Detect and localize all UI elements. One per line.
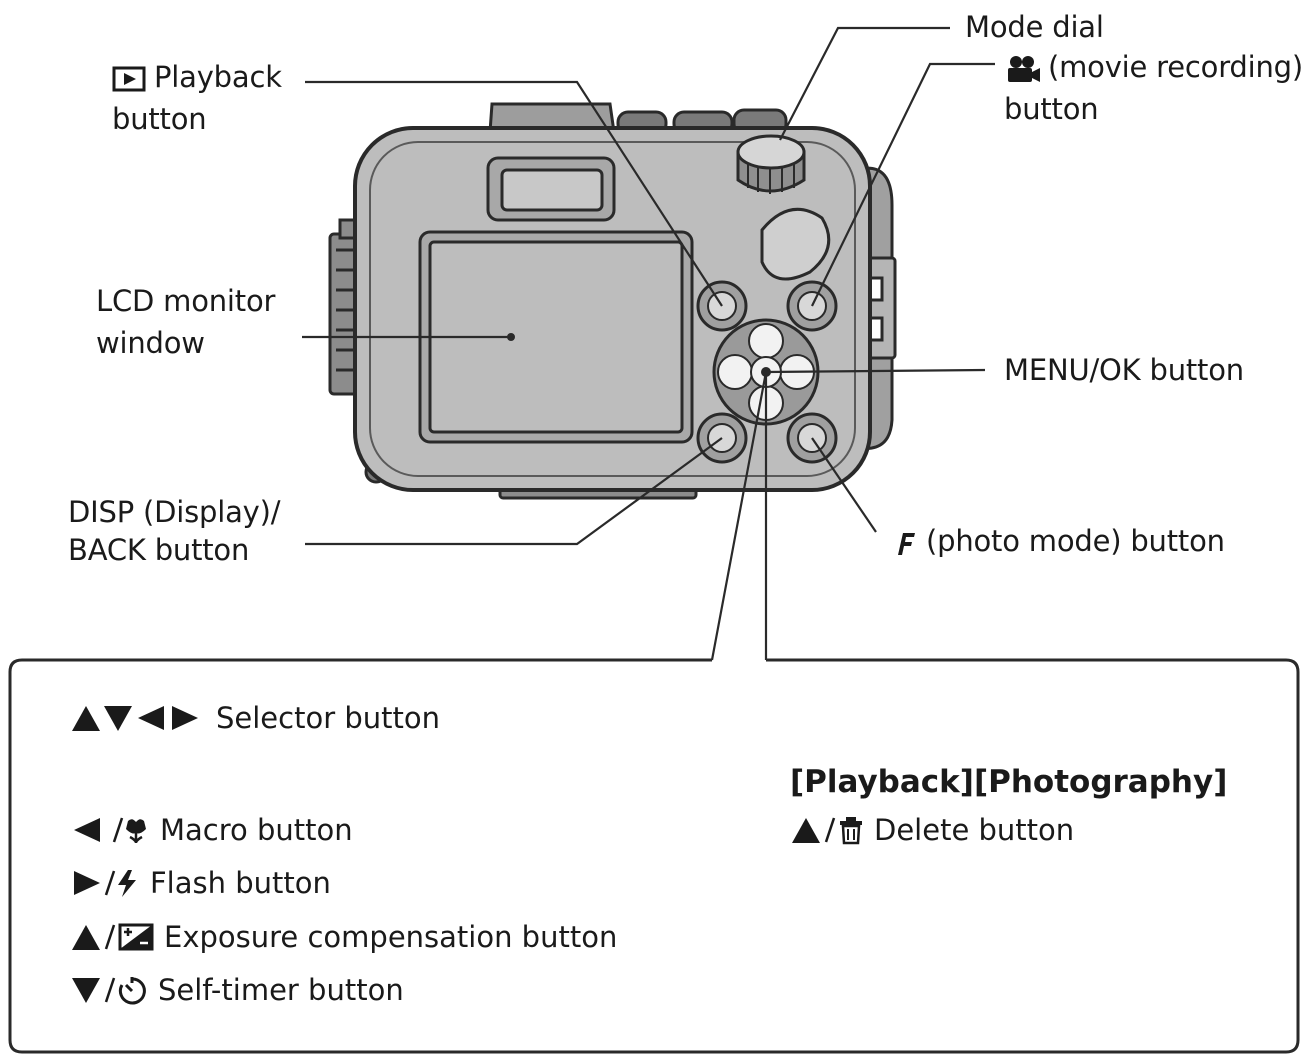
movie-label-line2: button: [1004, 92, 1099, 127]
exposure-label: Exposure compensation button: [164, 920, 618, 954]
selector-label: Selector button: [216, 701, 440, 735]
self-timer-label: Self-timer button: [158, 973, 404, 1007]
mode-heading: [Playback][Photography]: [790, 764, 1228, 800]
playback-label-line2: button: [112, 102, 207, 137]
legend-box-outline: [8, 658, 1300, 1054]
playback-callout: Playback button: [112, 56, 282, 140]
tulip-icon: [74, 817, 146, 843]
trash-icon: [792, 817, 862, 845]
mode-dial-label: Mode dial: [965, 10, 1104, 44]
legend-selector: Selector button: [70, 701, 440, 735]
lightning-icon: [74, 870, 136, 897]
disp-label-line2: BACK button: [68, 532, 250, 567]
timer-icon: [72, 977, 146, 1005]
menu-ok-label: MENU/OK button: [1004, 353, 1244, 387]
arrow-keys-icon: [72, 706, 198, 731]
photo-mode-callout: (photo mode) button: [888, 520, 1225, 562]
legend-delete: Delete button: [790, 813, 1074, 847]
f-mode-icon: [898, 533, 915, 555]
disp-label-line1: DISP (Display)/: [68, 495, 281, 529]
legend-self-timer: Self-timer button: [70, 973, 404, 1007]
thumb-rest: [760, 208, 831, 281]
mode-dial: [736, 134, 806, 194]
flash-label: Flash button: [150, 866, 331, 900]
play-icon: [112, 66, 146, 92]
legend-exposure: Exposure compensation button: [70, 920, 617, 954]
playback-label-line1: Playback: [154, 60, 282, 94]
legend-flash: Flash button: [70, 866, 331, 900]
exposure-compensation-icon: [72, 923, 154, 951]
disp-callout: DISP (Display)/ BACK button: [68, 494, 280, 569]
macro-label: Macro button: [160, 813, 353, 847]
lcd-callout: LCD monitor window: [96, 280, 275, 364]
lcd-monitor: [418, 230, 694, 444]
movie-camera-icon: [1008, 56, 1040, 82]
photo-mode-label: (photo mode) button: [926, 524, 1225, 558]
viewfinder: [486, 156, 616, 222]
lcd-label-line1: LCD monitor: [96, 284, 276, 318]
movie-callout: (movie recording) button: [1004, 46, 1303, 130]
lcd-label-line2: window: [96, 326, 205, 361]
delete-label: Delete button: [874, 813, 1075, 847]
movie-label-line1: (movie recording): [1048, 50, 1303, 84]
legend-macro: Macro button: [70, 813, 353, 847]
